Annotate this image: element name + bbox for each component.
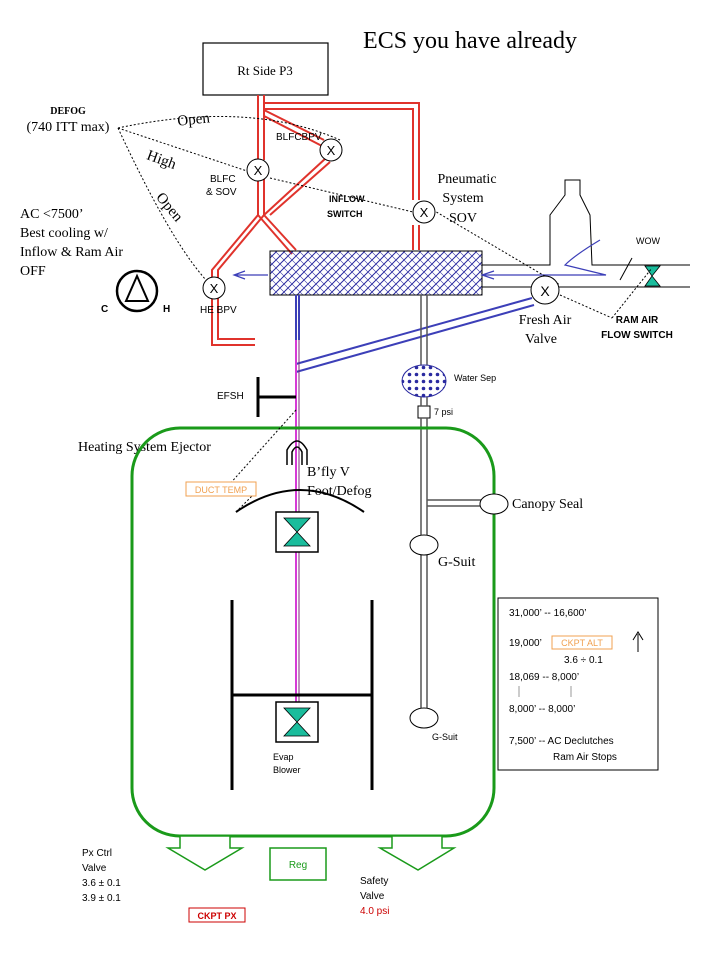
source-box-label: Rt Side P3 xyxy=(237,63,293,78)
water-separator xyxy=(401,364,447,398)
high-label: High xyxy=(145,148,179,173)
psi-7-regulator xyxy=(417,405,431,419)
fresh-air-duct xyxy=(295,297,535,373)
safety-label-2: Valve xyxy=(360,891,385,902)
reg-label: Reg xyxy=(289,860,307,871)
up-arrow-icon xyxy=(632,631,644,652)
svg-text:X: X xyxy=(327,143,336,158)
alt-line-7: Ram Air Stops xyxy=(553,752,617,763)
inflow-switch-label-2: SWITCH xyxy=(327,209,363,219)
blfcbpv-valve: X xyxy=(319,138,343,162)
he-outflow-arrow xyxy=(232,270,268,280)
wow-label: WOW xyxy=(636,236,660,246)
ac-label-1: AC <7500’ xyxy=(20,207,84,222)
px-ctrl-label-1: Px Ctrl xyxy=(82,848,112,859)
ckpt-alt-tag xyxy=(551,635,613,650)
diagram-title: ECS you have already xyxy=(363,28,577,54)
ckpt-px-label: CKPT PX xyxy=(197,911,236,921)
pneumatic-label-2: System xyxy=(442,191,483,206)
ckpt-px-tag xyxy=(188,907,246,923)
alt-line-1: 31,000’ -- 16,600’ xyxy=(509,608,586,619)
regulator-box xyxy=(269,847,327,881)
itt-max-label: (740 ITT max) xyxy=(27,120,110,135)
alt-line-6: 7,500’ -- AC Declutches xyxy=(509,736,614,747)
cold-duct xyxy=(420,295,428,365)
ac-label-2: Best cooling w/ xyxy=(20,226,108,241)
efsh-label: EFSH xyxy=(217,391,244,402)
open-upper-label: Open xyxy=(177,110,211,129)
temp-control-knob xyxy=(115,269,159,313)
cold-label: C xyxy=(101,304,108,315)
psi-7-label: 7 psi xyxy=(434,407,453,417)
safety-label-3: 4.0 psi xyxy=(360,906,389,917)
ckpt-alt-label: CKPT ALT xyxy=(561,638,603,648)
safety-outflow-arrow xyxy=(377,835,457,871)
inflow-switch-label-1: INFLOW xyxy=(329,194,365,204)
wow-valve xyxy=(644,265,661,287)
svg-text:X: X xyxy=(254,163,263,178)
evap-label-1: Evap xyxy=(273,752,294,762)
px-ctrl-outflow-arrow xyxy=(165,835,245,871)
he-bpv-valve: X xyxy=(202,276,226,300)
alt-line-3: 3.6 ÷ 0.1 xyxy=(564,655,603,666)
g-suit-lower-label: G-Suit xyxy=(432,732,458,742)
ac-label-3: Inflow & Ram Air xyxy=(20,245,123,260)
ram-air-label-2: FLOW SWITCH xyxy=(601,330,673,341)
ram-air-flow-arrow xyxy=(482,239,607,276)
blfc-sov-valve: X xyxy=(246,158,270,182)
ac-label-4: OFF xyxy=(20,264,46,279)
water-sep-label: Water Sep xyxy=(454,373,496,383)
pneumatic-label-3: SOV xyxy=(449,211,477,226)
ram-air-label-1: RAM AIR xyxy=(616,315,659,326)
alt-line-4: 18,069 -- 8,000’ xyxy=(509,672,579,683)
pneumatic-label-1: Pneumatic xyxy=(437,172,496,187)
px-ctrl-label-3: 3.6 ± 0.1 xyxy=(82,878,121,889)
heat-exchanger xyxy=(269,250,483,296)
g-suit-connector xyxy=(409,707,439,729)
evap-frame xyxy=(230,600,374,790)
fresh-air-label-1: Fresh Air xyxy=(519,313,572,328)
g-suit-upper-label: G-Suit xyxy=(438,555,475,570)
he-bpv-label: HE BPV xyxy=(200,305,237,316)
pneumatic-sov-valve: X xyxy=(412,200,436,224)
efsh-bar xyxy=(256,377,296,417)
g-suit-valve xyxy=(409,534,439,556)
duct-temp-label: DUCT TEMP xyxy=(195,485,247,495)
svg-text:X: X xyxy=(210,281,219,296)
svg-text:X: X xyxy=(420,205,429,220)
hot-duct xyxy=(211,95,420,346)
blfcbpv-label: BLFCBPV xyxy=(276,132,322,143)
source-box xyxy=(202,42,329,96)
canopy-seal-label: Canopy Seal xyxy=(512,497,583,512)
evap-label-2: Blower xyxy=(273,765,301,775)
altitude-schedule-box xyxy=(497,597,659,771)
canopy-seal xyxy=(479,493,509,515)
footwell-arc xyxy=(235,489,365,513)
control-wiring xyxy=(117,116,653,319)
alt-line-5: 8,000’ -- 8,000’ xyxy=(509,704,575,715)
cockpit-boundary xyxy=(130,426,496,838)
duct-temp-tag xyxy=(185,481,257,497)
px-ctrl-label-4: 3.9 ± 0.1 xyxy=(82,893,121,904)
defog-label: DEFOG xyxy=(50,106,86,117)
fresh-air-valve: X xyxy=(530,275,560,305)
bfly-label-2: Foot/Defog xyxy=(307,484,372,499)
heating-ejector-label: Heating System Ejector xyxy=(78,440,211,455)
px-ctrl-label-2: Valve xyxy=(82,863,107,874)
heating-ejector xyxy=(286,440,308,465)
alt-line-2: 19,000’ xyxy=(509,638,542,649)
heater-line xyxy=(295,295,300,702)
bfly-label-1: B’fly V xyxy=(307,465,350,480)
hot-label: H xyxy=(163,304,170,315)
fresh-air-label-2: Valve xyxy=(525,332,557,347)
blfc-sov-label-1: BLFC xyxy=(210,174,236,185)
ram-air-duct xyxy=(482,179,690,288)
svg-text:X: X xyxy=(540,283,550,299)
safety-label-1: Safety xyxy=(360,876,388,887)
blfc-sov-label-2: & SOV xyxy=(206,187,237,198)
